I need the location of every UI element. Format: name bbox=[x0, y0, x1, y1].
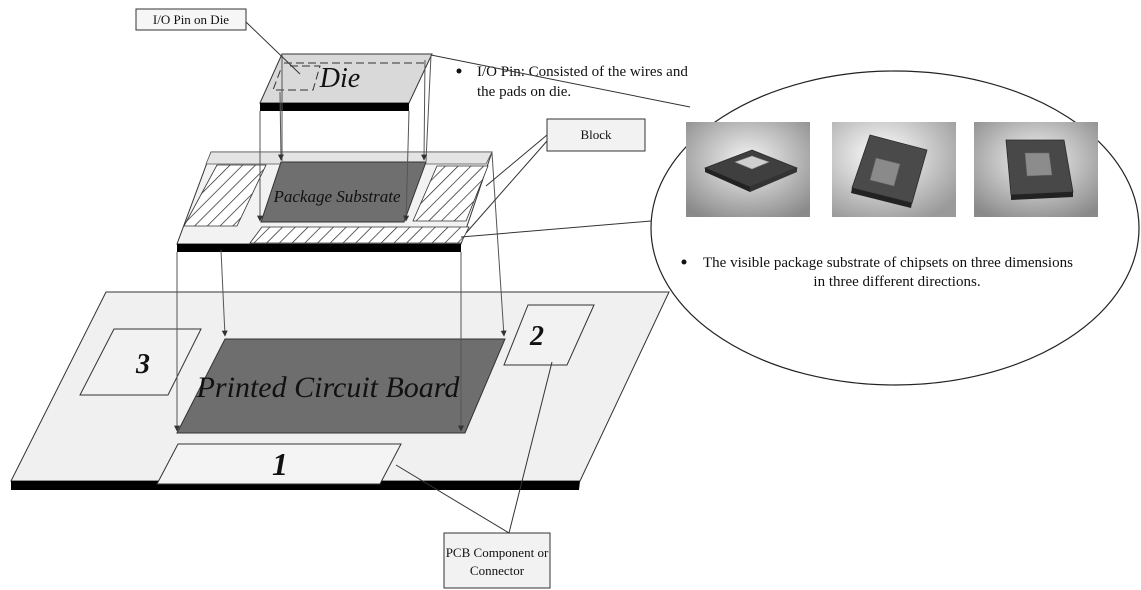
bullet-dot bbox=[457, 69, 462, 74]
chip-photo-3 bbox=[974, 122, 1098, 217]
callout-io-pin: I/O Pin on Die bbox=[136, 9, 300, 74]
callout-block: Block bbox=[466, 119, 645, 233]
die-proj-line-6 bbox=[424, 60, 425, 160]
bullet-visible-line1: The visible package substrate of chipset… bbox=[703, 255, 1073, 271]
component-2-label: 2 bbox=[529, 321, 544, 352]
component-1-label: 1 bbox=[272, 446, 288, 482]
zoom-leader-bottom bbox=[461, 221, 651, 237]
chip-photo-2 bbox=[832, 122, 956, 217]
substrate-label: Package Substrate bbox=[273, 187, 401, 206]
bullet-visible-line2: in three different directions. bbox=[813, 274, 980, 290]
chip-photo-1 bbox=[686, 122, 810, 217]
pcb-area-label: Printed Circuit Board bbox=[196, 371, 461, 404]
pcb-board: Printed Circuit Board 3 2 1 bbox=[11, 292, 669, 490]
callout-io-pin-leader bbox=[246, 22, 300, 74]
callout-pcb-text-2: Connector bbox=[470, 563, 525, 578]
callout-io-pin-text: I/O Pin on Die bbox=[153, 12, 229, 27]
bullet-io-pin-line2: the pads on die. bbox=[477, 84, 571, 100]
component-3-label: 3 bbox=[135, 349, 150, 380]
die: Die bbox=[260, 54, 432, 111]
package-substrate: Package Substrate bbox=[177, 152, 492, 252]
zoom-ellipse bbox=[651, 71, 1139, 385]
callout-pcb-box bbox=[444, 533, 550, 588]
die-label: Die bbox=[319, 63, 360, 94]
callout-block-leader-1 bbox=[486, 135, 547, 186]
bullet-dot-2 bbox=[682, 260, 687, 265]
callout-pcb-text-1: PCB Component or bbox=[446, 545, 549, 560]
bullet-io-pin: I/O Pin: Consisted of the wires and the … bbox=[457, 64, 689, 100]
callout-block-text: Block bbox=[580, 127, 612, 142]
block-hatch-bottom bbox=[250, 227, 469, 243]
bullet-io-pin-line1: I/O Pin: Consisted of the wires and bbox=[477, 64, 688, 80]
die-proj-line-4 bbox=[426, 55, 431, 161]
substrate-edge bbox=[177, 244, 461, 252]
